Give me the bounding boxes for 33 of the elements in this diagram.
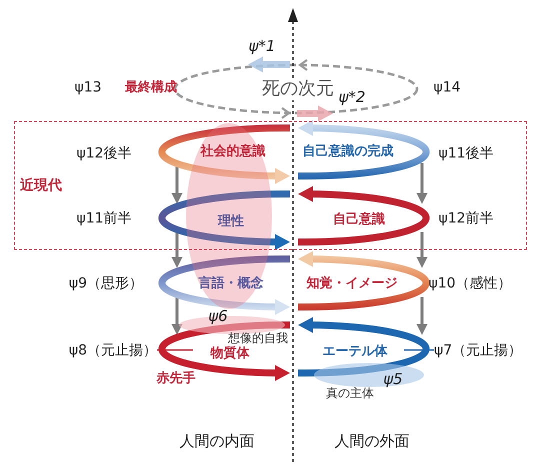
leader-line [157,349,193,351]
center-label: 死の次元 [260,78,336,100]
stage-label: ψ10（感性） [428,276,512,292]
stage-label: ψ12前半 [438,210,494,228]
stage-label: ψ7（元止揚） [434,342,522,360]
annotation-label: 赤先手 [156,371,196,387]
loop-label: エーテル体 [322,344,388,360]
side-heading: 人間の内面 [180,432,254,450]
loop-label: 社会的意識 [200,144,266,160]
annotation-label: 想像的自我 [228,330,288,346]
psi-label: ψ6 [208,307,228,325]
psi-label: ψ*1 [248,37,276,55]
stage-label: ψ12後半 [76,146,132,162]
stage-label: ψ8（元止揚） [68,342,157,360]
annotation-label: 最終構成 [125,80,177,96]
annotation-label: 真の主体 [326,386,374,400]
stage-label: ψ11後半 [438,146,494,162]
loop-label: 自己意識 [333,212,385,228]
leader-line [404,349,434,351]
psi-label: ψ*2 [338,88,366,106]
stage-label: ψ11前半 [76,210,132,228]
psi-label: ψ5 [383,370,403,388]
stage-label: ψ9（思形） [68,276,144,292]
frame-label: 近現代 [20,177,62,194]
loop-label: 自己意識の完成 [302,144,394,160]
loop-label: 物質体 [210,346,250,362]
stage-label: ψ13 [74,80,102,96]
loop-label: 言語・概念 [198,276,264,292]
loop-label: 知覚・イメージ [306,276,398,292]
side-heading: 人間の外面 [334,432,410,450]
dashed-frame [14,121,527,250]
loop-label: 理性 [218,214,244,230]
stage-label: ψ14 [433,80,461,96]
